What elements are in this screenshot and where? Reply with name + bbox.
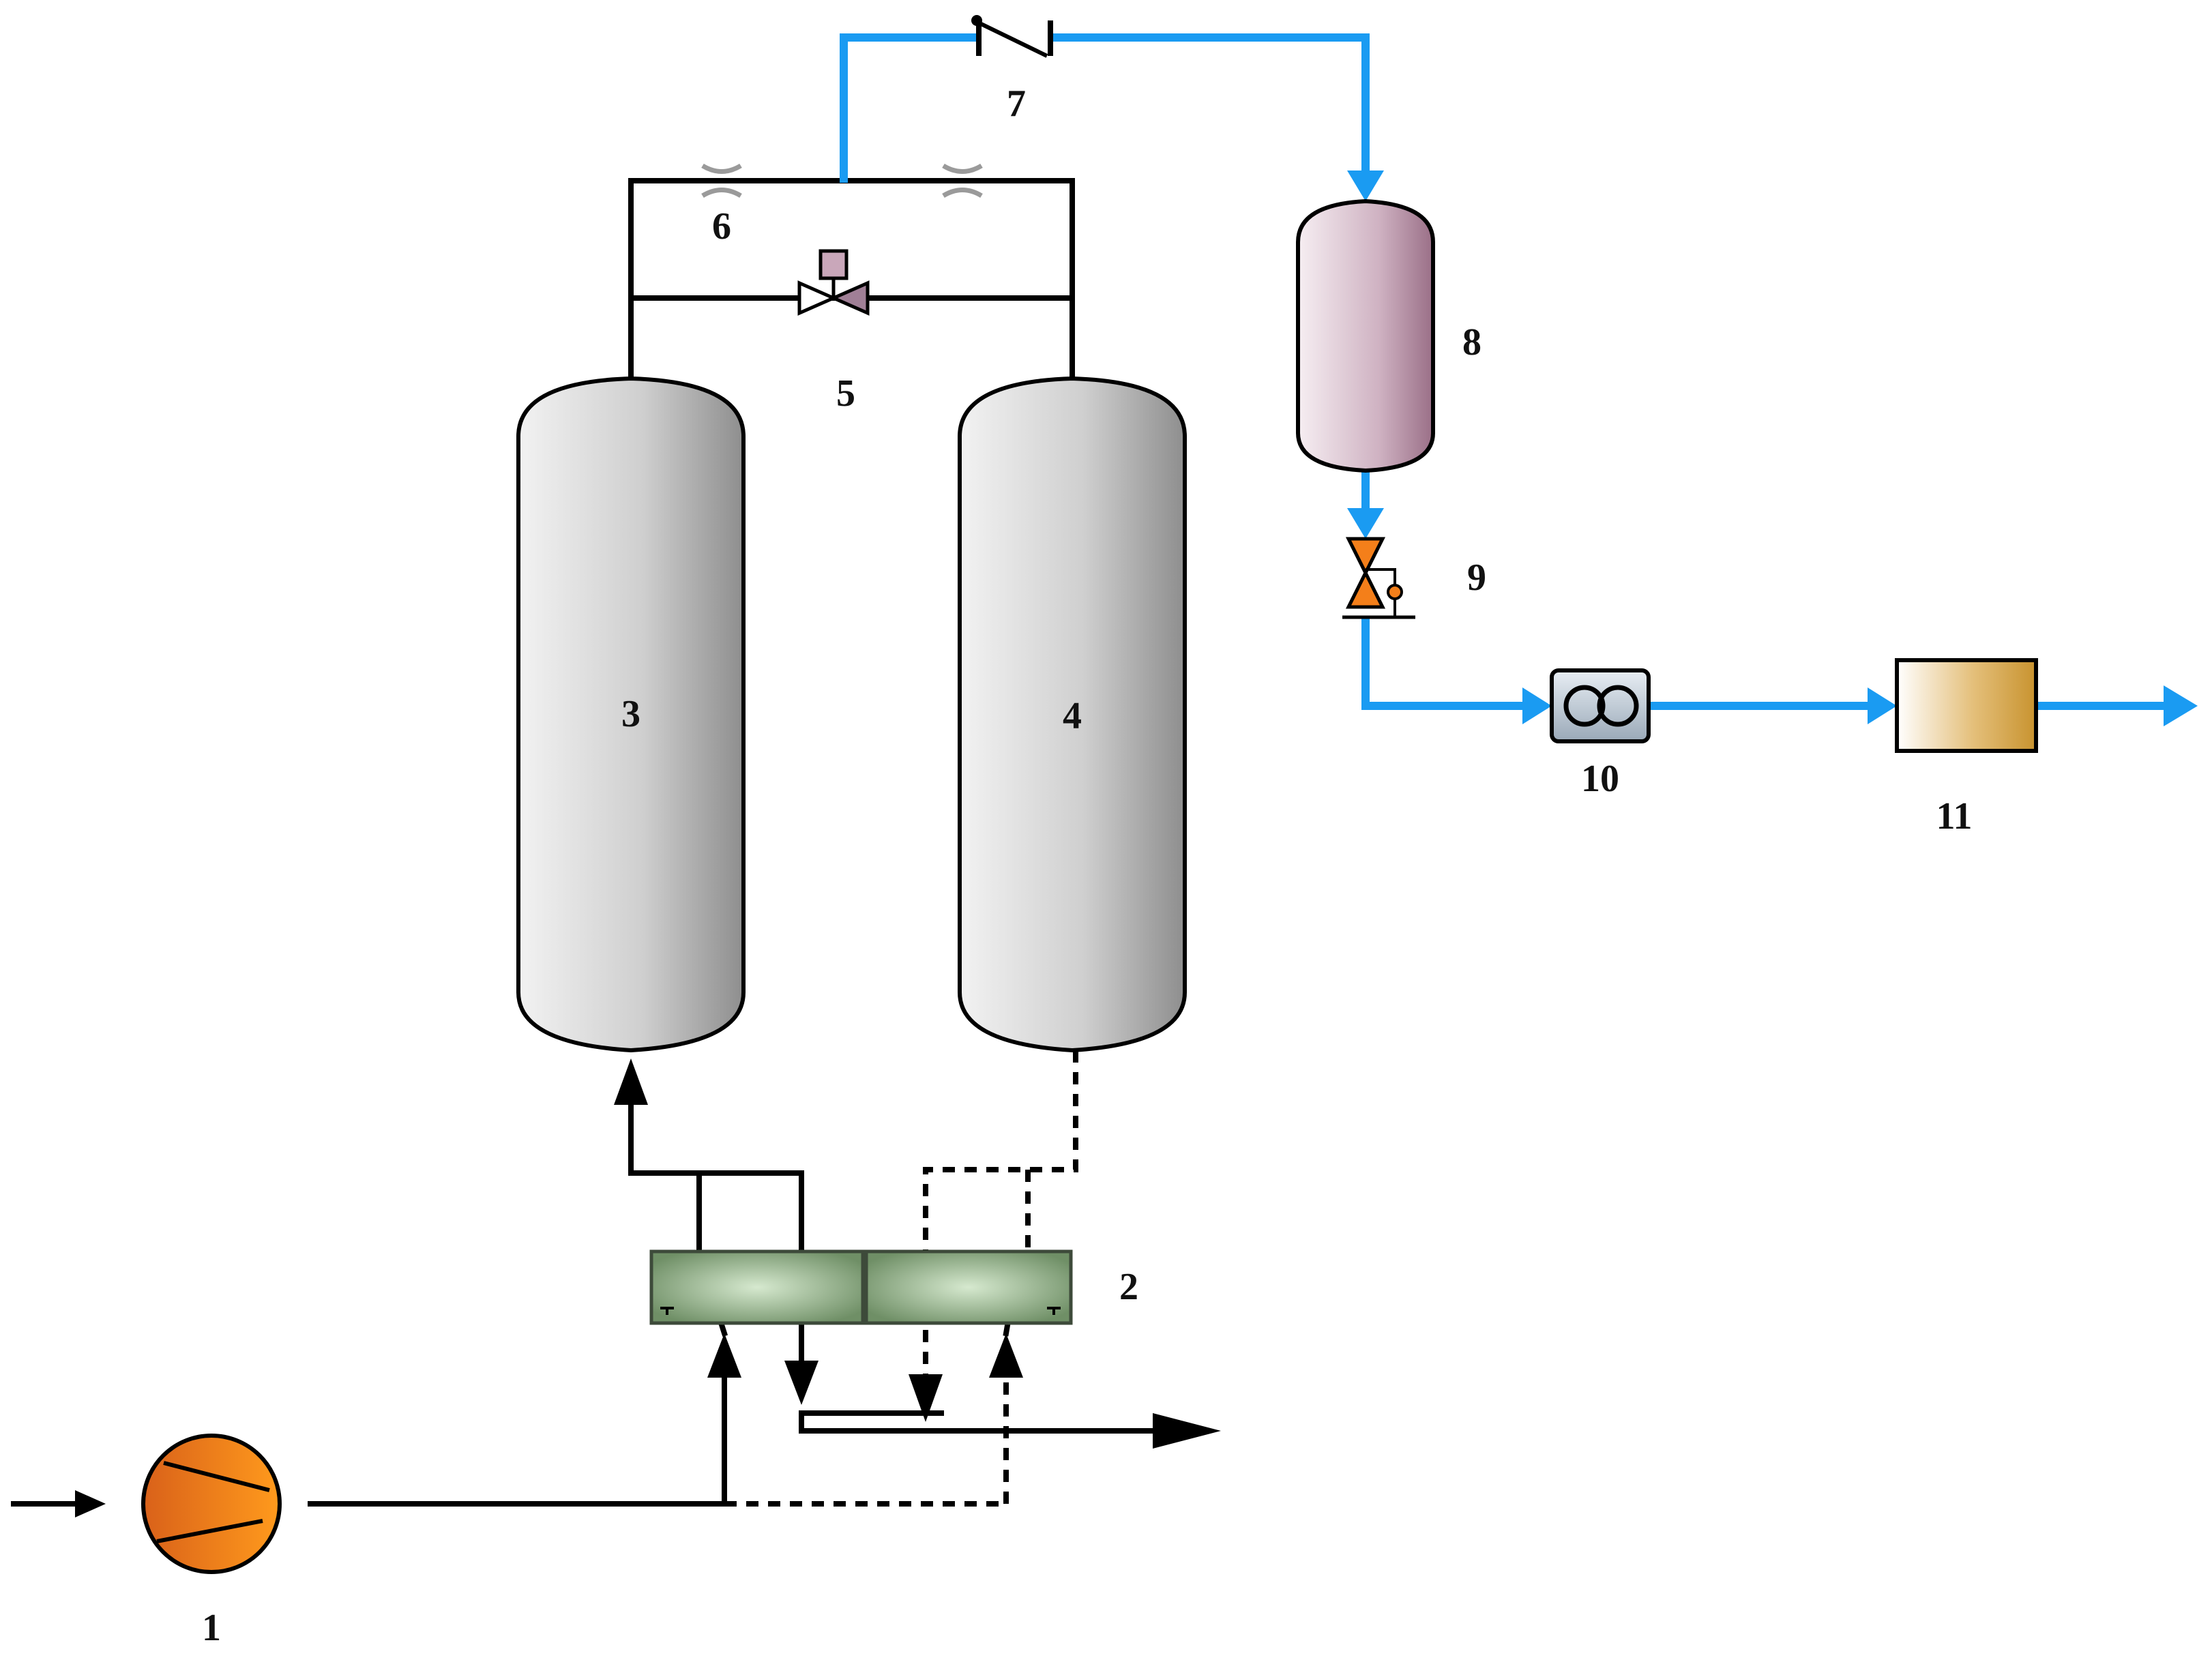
- exhaust-dashed-arrow-icon: [909, 1374, 943, 1422]
- buffer-tank: [1296, 198, 1435, 473]
- analyzer-inlet-arrow-icon: [1868, 687, 1897, 724]
- regulator-pilot: [1387, 584, 1403, 600]
- label-10: 10: [1581, 758, 1619, 800]
- compressor-blade: [156, 1519, 263, 1543]
- feed-up-arrow-icon: [707, 1333, 741, 1378]
- tank-inlet-arrow-icon: [1347, 171, 1384, 201]
- label-2: 2: [1119, 1266, 1138, 1308]
- component-labels: 1 2 3 4 5 6 7 8 9 10 11: [202, 83, 1972, 1649]
- tower-4: [958, 376, 1187, 1053]
- label-6: 6: [712, 205, 731, 248]
- product-line-2: [1050, 33, 1370, 174]
- meter-inlet-arrow-icon: [1522, 687, 1552, 724]
- orifice-icon: [701, 163, 742, 198]
- label-4: 4: [1063, 695, 1082, 737]
- meter-rotor: [1597, 685, 1639, 727]
- feed-up-arrow-dashed-icon: [989, 1333, 1023, 1378]
- pressure-regulator-icon: [1345, 537, 1386, 577]
- tower3-feed-arrow-icon: [614, 1058, 648, 1105]
- label-7: 7: [1007, 83, 1026, 125]
- product-line-1: [840, 33, 979, 183]
- solenoid-valve: [797, 249, 870, 316]
- analyzer: [1895, 658, 2038, 753]
- regulator-outlet-line: [1361, 617, 1524, 710]
- meter-rotor: [1563, 685, 1606, 727]
- vent-arrow-icon: [1153, 1413, 1221, 1449]
- orifice-icon: [942, 163, 983, 198]
- tower-3-icon: [516, 376, 746, 1053]
- valve-block-left: [649, 1249, 865, 1325]
- check-valve-icon: [975, 20, 1048, 58]
- analyzer-icon: [1895, 658, 2038, 753]
- label-11: 11: [1936, 795, 1973, 838]
- exhaust-down-arrow-icon: [784, 1361, 819, 1405]
- regulator-lower: [1345, 569, 1386, 609]
- label-8: 8: [1462, 321, 1481, 364]
- tower-3: [516, 376, 746, 1053]
- orifices: [701, 163, 983, 198]
- valve-detail-icon: [660, 1307, 674, 1315]
- label-9: 9: [1467, 557, 1486, 599]
- check-valve-hinge: [971, 15, 982, 26]
- buffer-tank-icon: [1296, 198, 1435, 473]
- solenoid-valve-icon: [797, 280, 838, 316]
- final-outlet-arrow-icon: [2164, 685, 2198, 726]
- label-5: 5: [836, 372, 855, 415]
- label-3: 3: [621, 693, 640, 735]
- compressor-icon: [141, 1434, 282, 1574]
- compressor-blade: [163, 1461, 270, 1492]
- product-lines: [840, 33, 2198, 726]
- solenoid-valve-half: [829, 280, 870, 316]
- solenoid-actuator: [819, 249, 849, 280]
- tank-outlet-arrow-icon: [1347, 508, 1384, 539]
- pressure-regulator: [1342, 537, 1415, 619]
- tower-4-icon: [958, 376, 1187, 1053]
- top-header: [628, 178, 1075, 381]
- valve-detail-icon: [1047, 1307, 1061, 1315]
- regulator-sense-line: [1366, 568, 1396, 585]
- flow-meter: [1550, 668, 1651, 743]
- compressor: [141, 1434, 282, 1574]
- valve-block-right: [864, 1249, 1073, 1325]
- switching-valve-block: [649, 1249, 1073, 1325]
- inlet-arrow-icon: [75, 1490, 106, 1517]
- check-valve: [971, 15, 1053, 58]
- label-1: 1: [202, 1607, 221, 1649]
